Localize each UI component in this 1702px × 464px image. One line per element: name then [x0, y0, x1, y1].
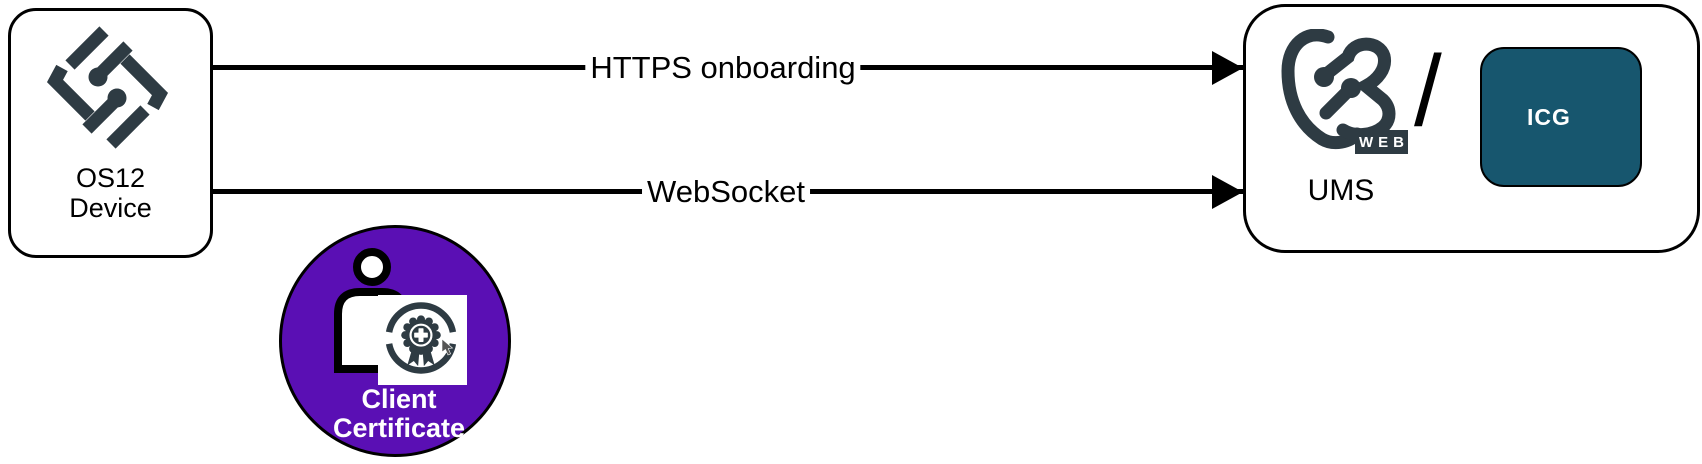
ums-node: WEB / ICG UMS — [1243, 4, 1700, 253]
web-badge: WEB — [1355, 130, 1408, 154]
client-certificate-label-line2: Certificate — [332, 413, 466, 443]
mouse-pointer-icon — [441, 338, 454, 356]
client-certificate-label-line1: Client — [361, 384, 437, 414]
os12-device-node: OS12 Device — [8, 8, 213, 258]
slash-separator: / — [1414, 35, 1442, 147]
icg-label: ICG — [1527, 103, 1571, 130]
arrowhead-icon — [1212, 51, 1243, 85]
icg-node: ICG — [1480, 47, 1642, 187]
connection-websocket-label: WebSocket — [642, 174, 810, 210]
igel-os12-logo-icon — [46, 26, 169, 149]
certificate-seal-icon — [385, 302, 457, 374]
ums-web-logo: WEB — [1280, 29, 1408, 155]
client-certificate-label: Client Certificate — [286, 385, 512, 443]
device-label-line2: Device — [69, 193, 152, 223]
arrowhead-icon — [1212, 175, 1243, 209]
device-label: OS12 Device — [11, 163, 210, 223]
ums-label: UMS — [1307, 174, 1375, 207]
connection-https-label: HTTPS onboarding — [585, 50, 861, 86]
device-label-line1: OS12 — [75, 163, 146, 193]
client-certificate-badge: Client Certificate — [279, 225, 511, 457]
